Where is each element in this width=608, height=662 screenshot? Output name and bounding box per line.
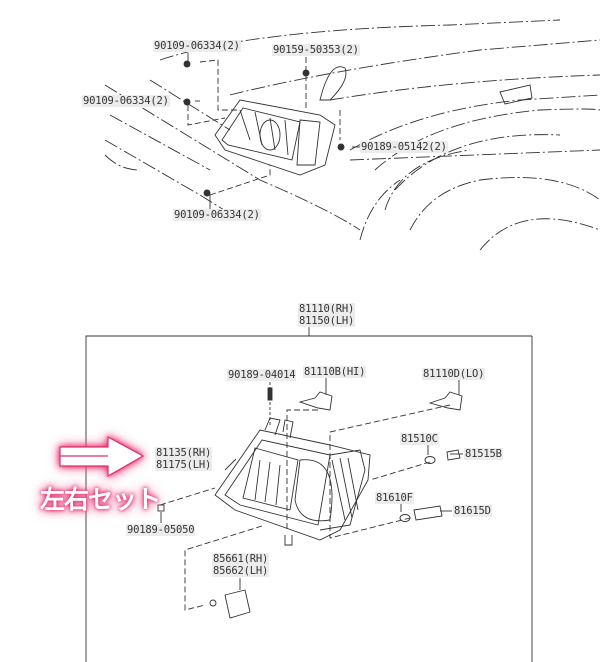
side-marker-outline: [499, 84, 533, 105]
socket-81615d-label: 81615D: [453, 505, 492, 517]
assembly-rh-label: 81110(RH): [298, 303, 356, 315]
bolt-left-label: 90189-05050: [126, 524, 196, 536]
lower-headlamp: [214, 417, 371, 546]
car-body-outline: [104, 19, 601, 251]
actuator-lh-label: 85662(LH): [212, 565, 270, 577]
assembly-lh-label: 81150(LH): [298, 315, 356, 327]
upper-fasteners: [183, 60, 345, 197]
part-label: 90109-06334(2): [153, 40, 241, 52]
bolt-top-label: 90189-04014: [227, 369, 297, 381]
lower-leader-lines: [159, 378, 463, 611]
bulb-81610f-label: 81610F: [375, 492, 414, 504]
upper-leader-lines: [187, 53, 341, 210]
bulb-lo-label: 81110D(LO): [422, 368, 486, 380]
part-label: 90109-06334(2): [173, 209, 261, 221]
bulb-hi-label: 81110B(HI): [303, 366, 367, 378]
mirror-outline: [319, 66, 347, 101]
part-label: 90189-05142(2): [360, 141, 448, 153]
actuator-rh-label: 85661(RH): [212, 553, 270, 565]
part-label: 90159-50353(2): [272, 44, 360, 56]
lower-parts: [157, 387, 463, 619]
socket-81515b-label: 81515B: [464, 448, 503, 460]
lens-lh-label: 81175(LH): [155, 459, 213, 471]
part-label: 90109-06334(2): [82, 95, 170, 107]
bulb-81510c-label: 81510C: [400, 433, 439, 445]
assembly-box: [85, 335, 532, 662]
lens-rh-label: 81135(RH): [155, 447, 213, 459]
promo-text-lr-set: 左右セット: [40, 485, 161, 514]
promo-arrow-icon: [59, 435, 145, 478]
upper-headlamp: [214, 99, 336, 176]
